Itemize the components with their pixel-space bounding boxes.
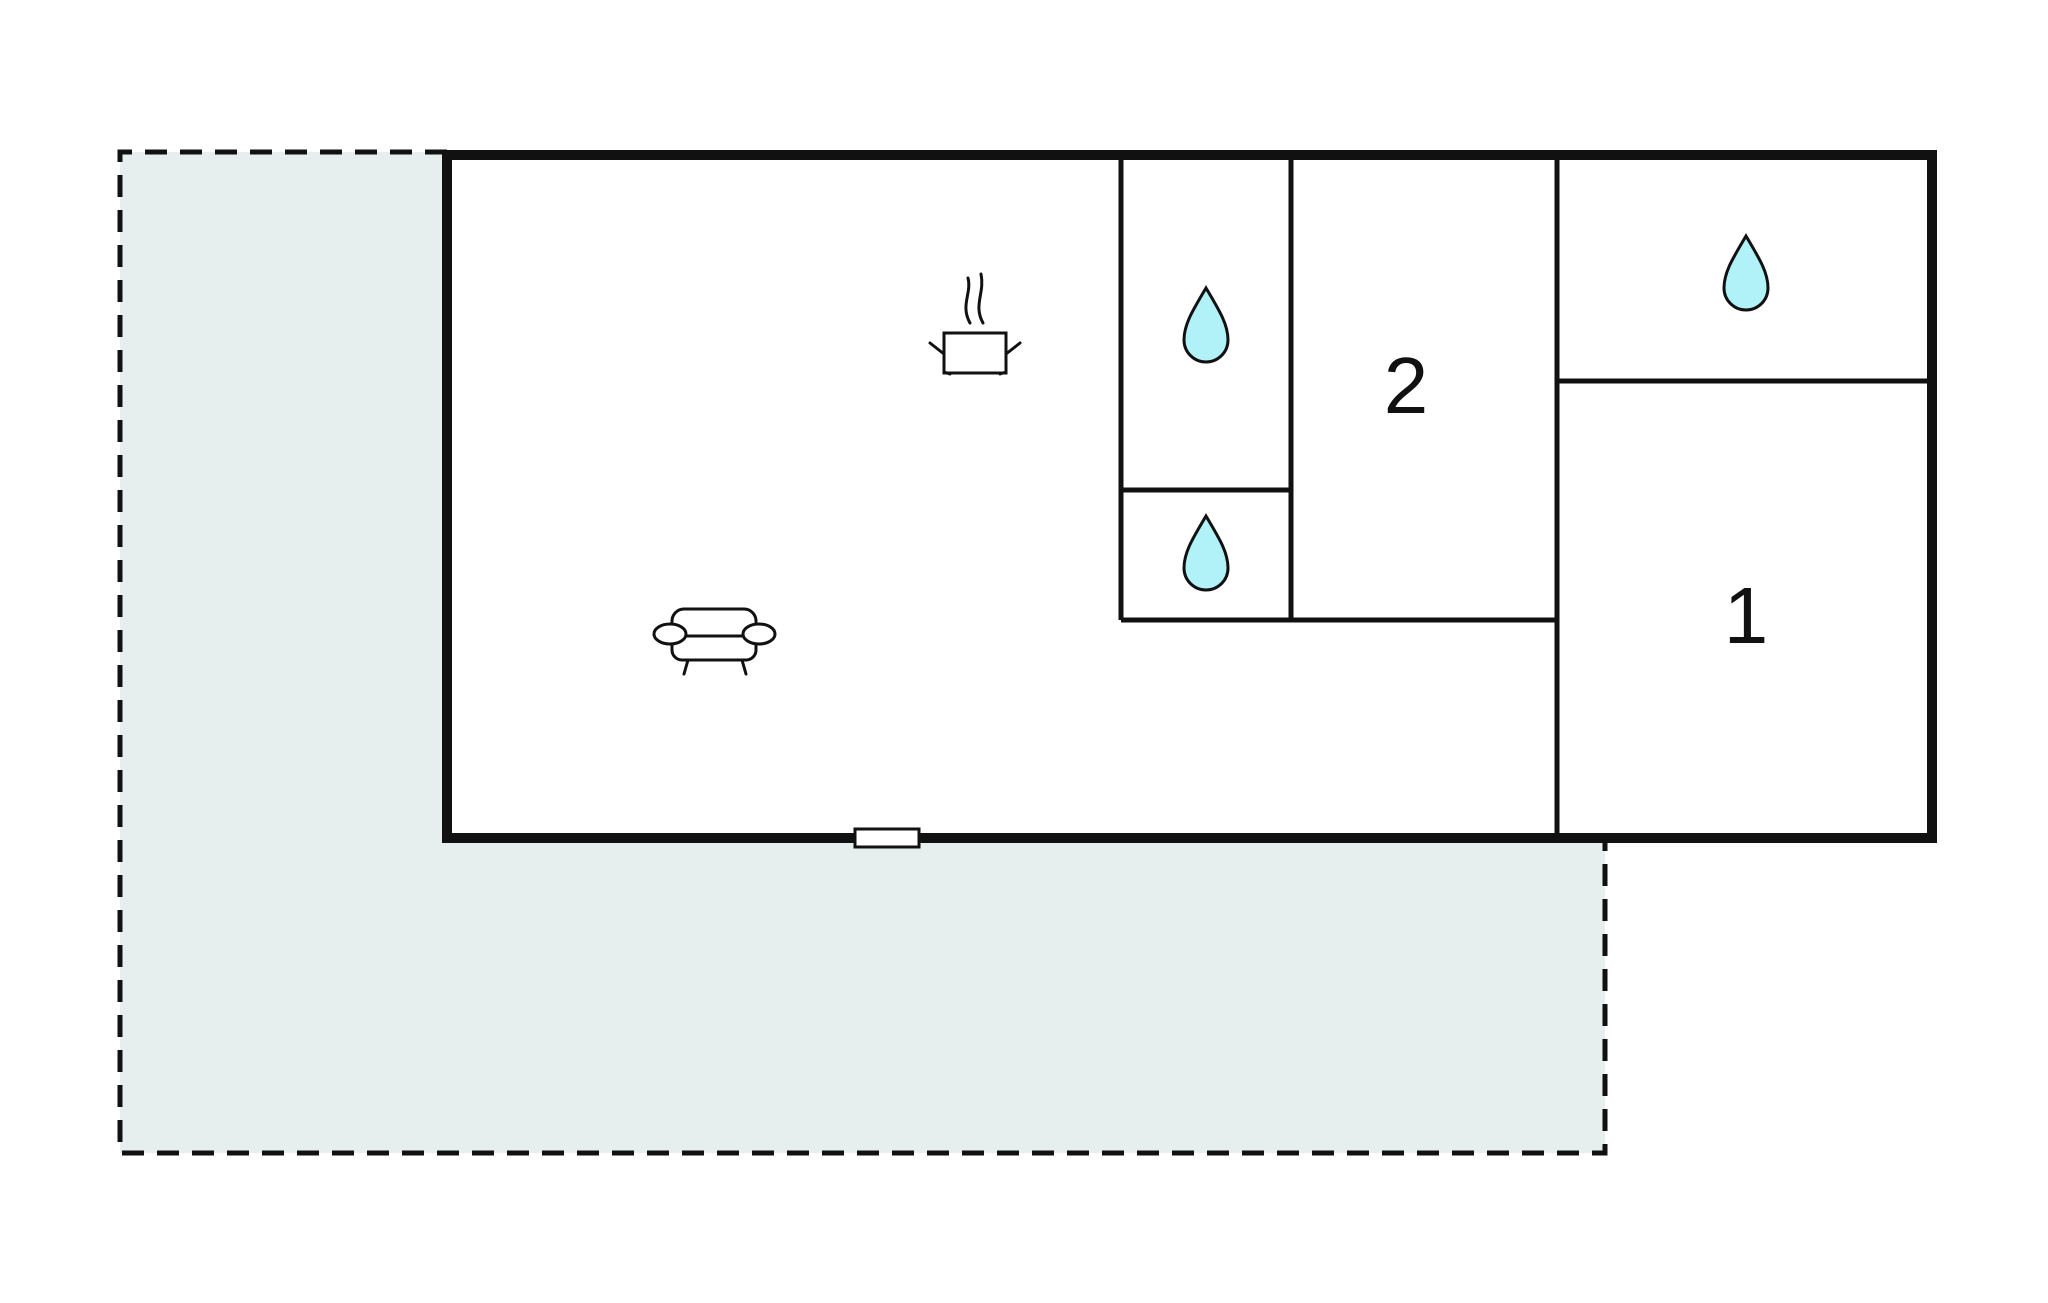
sofa-icon [652, 607, 777, 676]
terrace-fill [120, 152, 1605, 1153]
interior-walls [1118, 155, 1932, 838]
house-interior [447, 155, 1932, 838]
kitchen-pot-icon [928, 272, 1022, 376]
terrace [117, 149, 1608, 1156]
entrance-door [853, 827, 921, 849]
water-drop-icon [1182, 285, 1230, 364]
terrace-outline [117, 149, 1608, 1156]
exterior-walls [442, 150, 1937, 843]
water-drop-icon [1182, 513, 1230, 592]
room-label-1: 1 [1724, 571, 1769, 660]
water-drop-icon [1722, 233, 1770, 312]
room-label-2: 2 [1384, 341, 1429, 430]
